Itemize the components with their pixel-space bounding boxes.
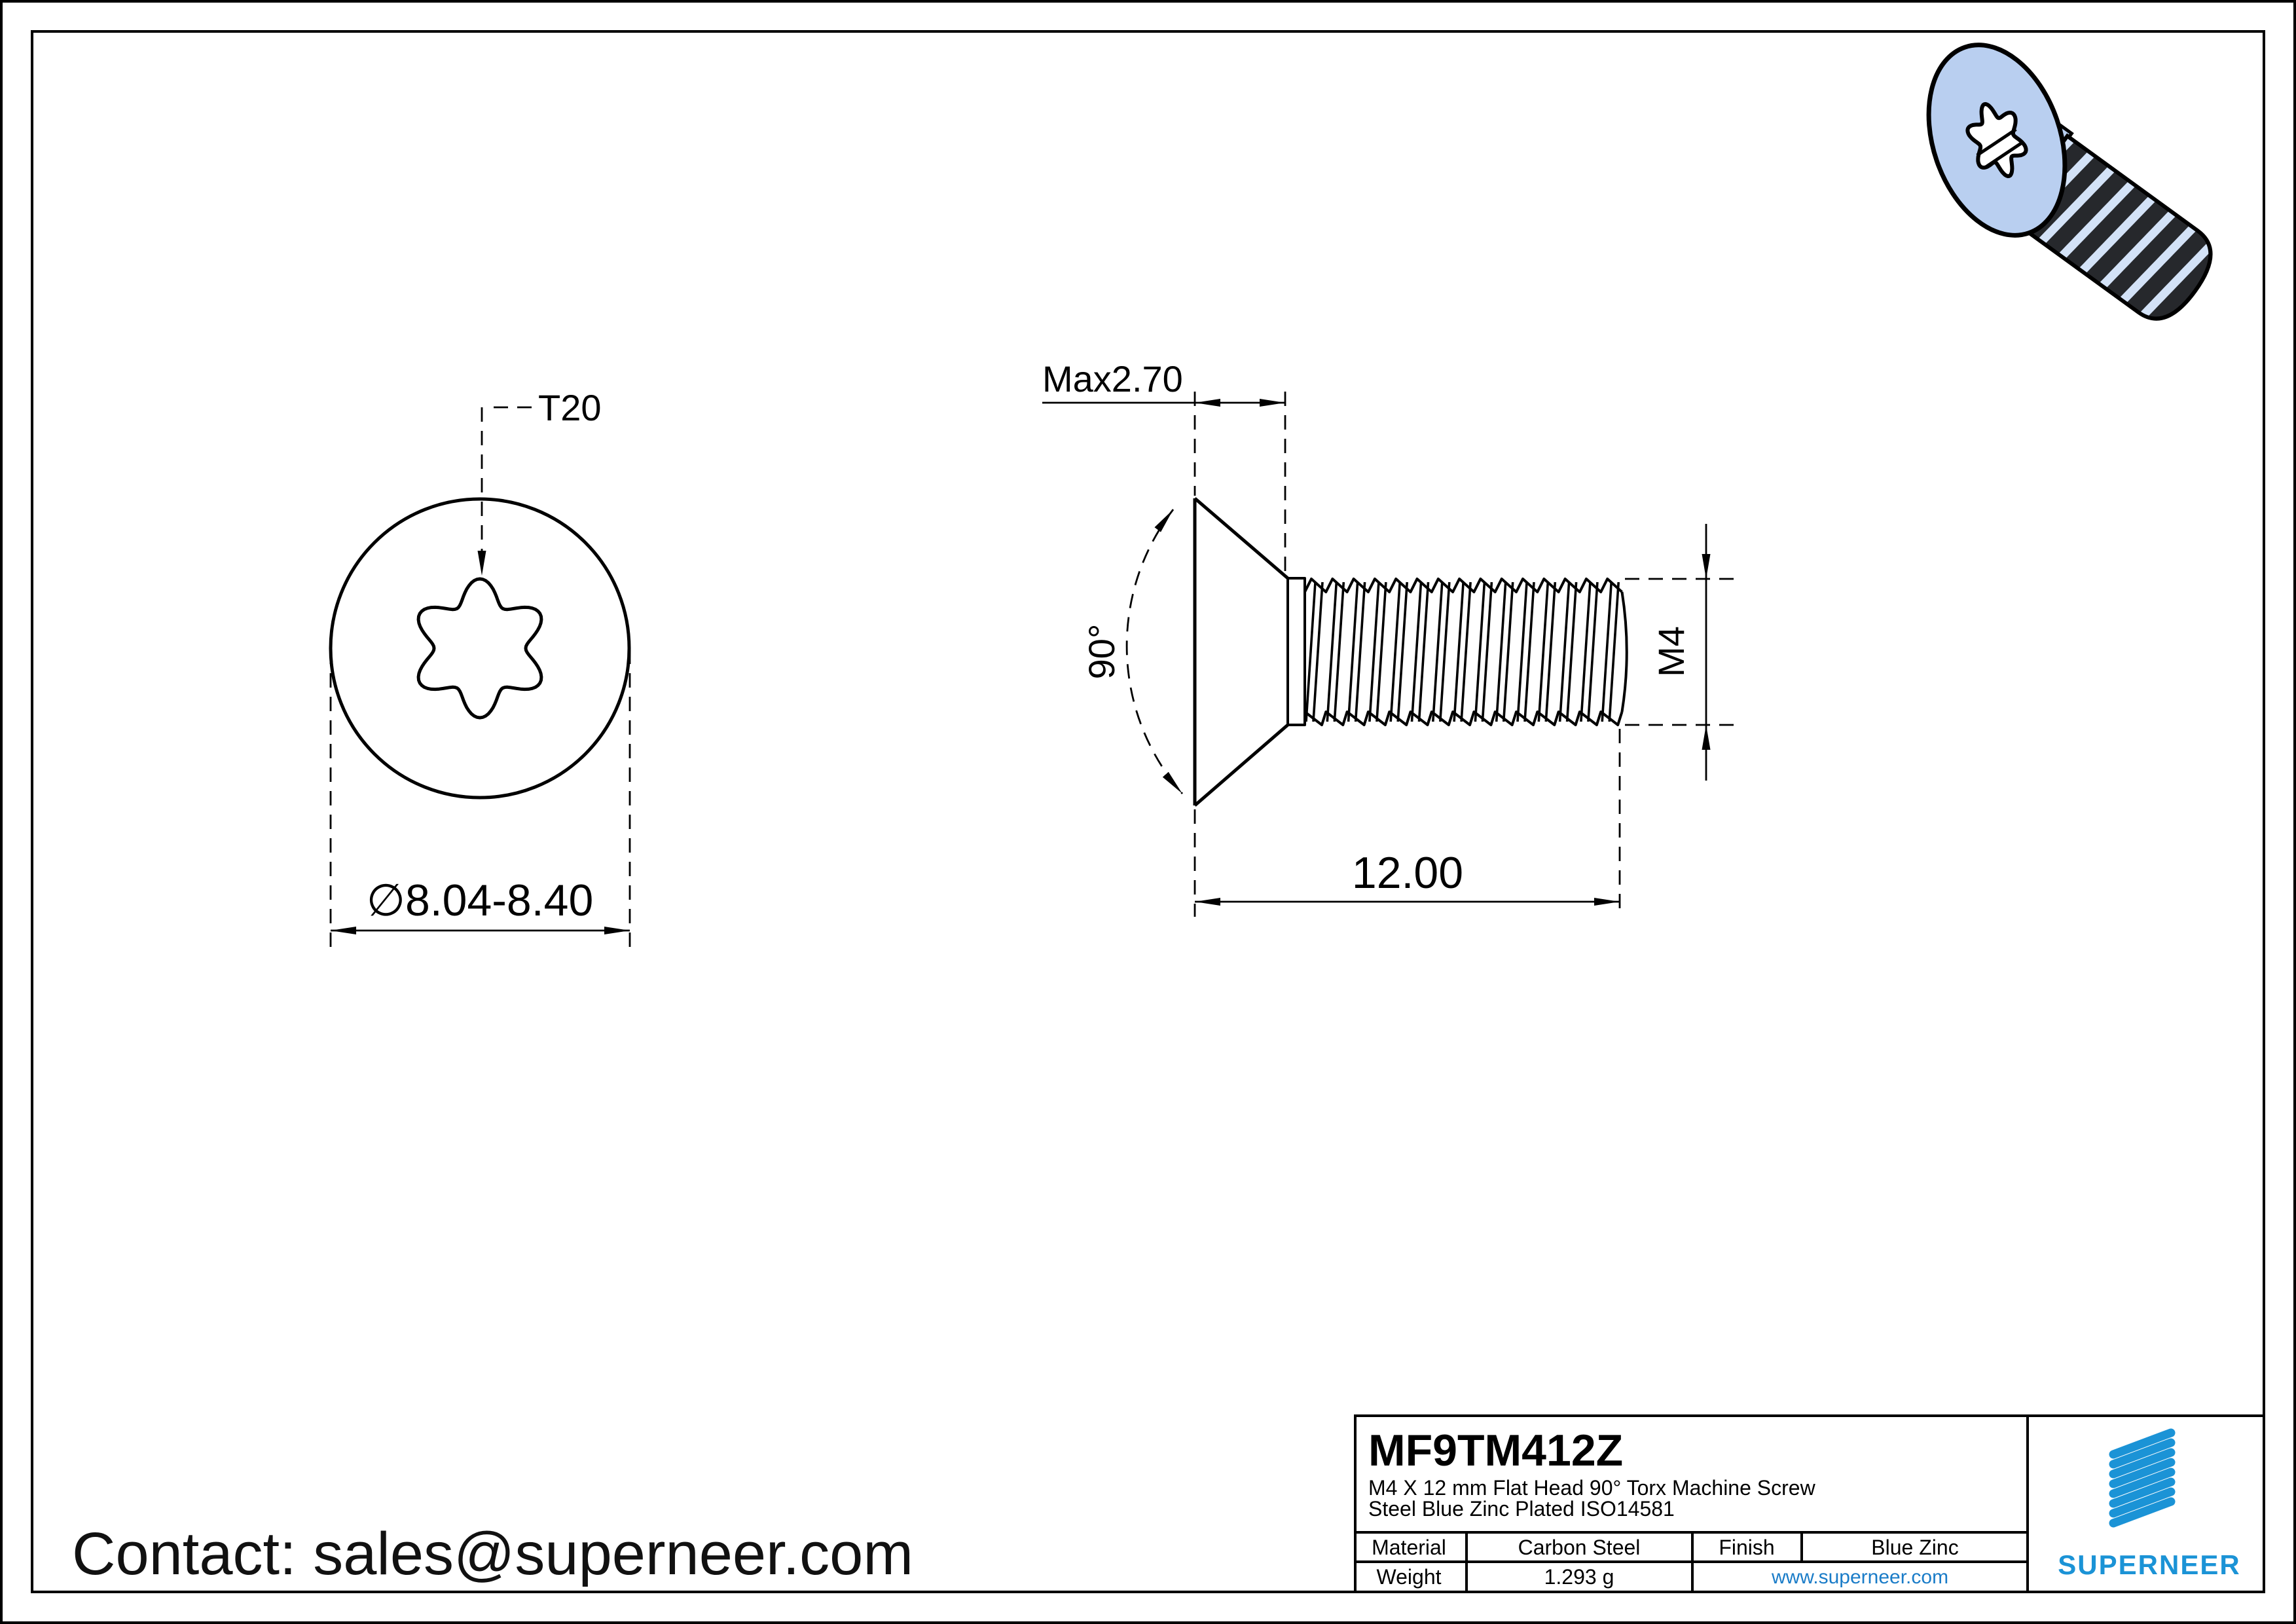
weight-value: 1.293 g (1544, 1565, 1614, 1589)
angle-arc (1125, 509, 1184, 794)
countersink-angle-label: 90° (1081, 624, 1122, 680)
unthreaded-land (1286, 577, 1306, 726)
screw-3d-render (1926, 43, 2213, 321)
material-label: Material (1372, 1536, 1446, 1559)
weight-label: Weight (1376, 1565, 1441, 1589)
torx-size-label: T20 (538, 387, 602, 428)
contact-email-text: Contact: sales@superneer.com (72, 1521, 913, 1587)
m4-arrow-down-icon (1702, 554, 1711, 579)
title-block: MF9TM412Z M4 X 12 mm Flat Head 90° Torx … (1354, 1414, 2265, 1593)
thread-size-label: M4 (1650, 626, 1692, 677)
t20-leader-arrow-icon (477, 551, 486, 576)
screw-3d-torx-socket (1965, 101, 2028, 179)
head-diameter-label: ∅8.04-8.40 (367, 876, 594, 925)
superneer-logo-icon (2109, 1428, 2176, 1528)
description-line-1: M4 X 12 mm Flat Head 90° Torx Machine Sc… (1368, 1476, 1816, 1500)
front-view-head: T20 ∅8.04-8.40 (329, 387, 631, 948)
brand-name: SUPERNEER (2058, 1549, 2240, 1580)
head-cone-top (1194, 497, 1289, 580)
page-inner-border (31, 30, 2265, 1593)
thread-profile (1303, 578, 1628, 726)
socket-ridge-2 (1983, 141, 2024, 170)
socket-ridge-1 (1976, 128, 2017, 157)
finish-label: Finish (1719, 1536, 1774, 1559)
website-link[interactable]: www.superneer.com (1771, 1566, 1948, 1588)
title-block-frame (1354, 1414, 2265, 1593)
head-outline-circle (329, 497, 631, 800)
description-line-2: Steel Blue Zinc Plated ISO14581 (1368, 1497, 1675, 1521)
screw-length-label: 12.00 (1352, 848, 1463, 898)
part-number: MF9TM412Z (1368, 1426, 1623, 1475)
finish-value: Blue Zinc (1871, 1536, 1958, 1559)
material-value: Carbon Steel (1518, 1536, 1641, 1559)
m4-arrow-up-icon (1702, 725, 1711, 750)
torx-recess-outline (416, 577, 543, 720)
head-height-label: Max2.70 (1042, 358, 1183, 399)
side-view-screw: Max2.70 90° M4 12.00 (1042, 358, 1734, 917)
head-cone-bottom (1194, 724, 1289, 807)
screw-3d-head (1926, 43, 2068, 238)
